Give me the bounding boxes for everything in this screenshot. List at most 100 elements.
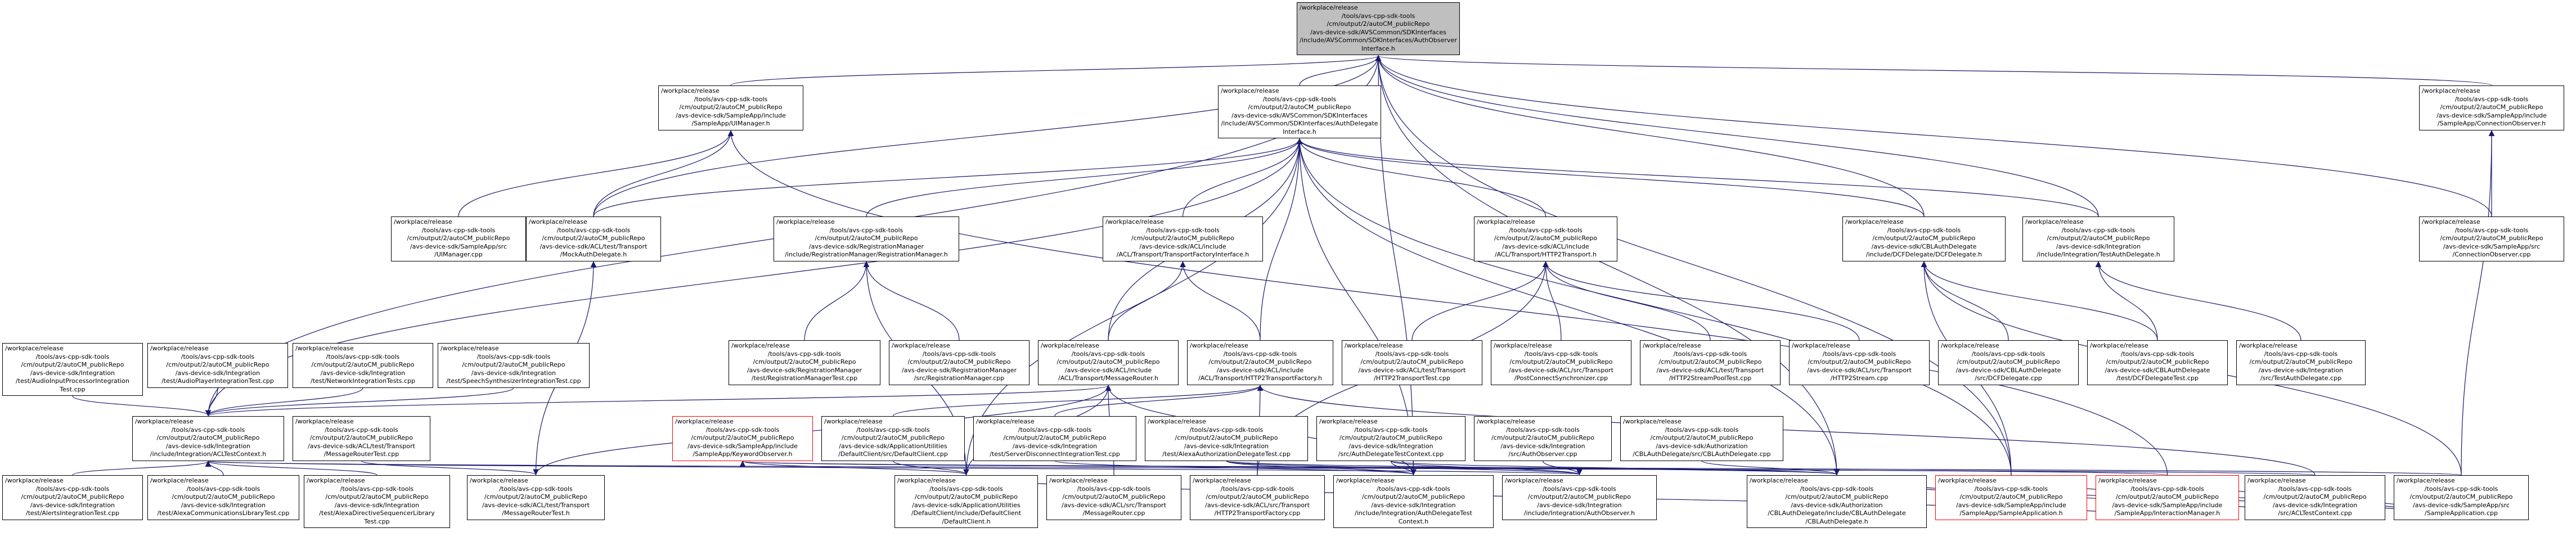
node-text-line: /cm/output/2/autoCM_publicRepo bbox=[679, 103, 783, 111]
node-connection-observer-cpp[interactable]: /workplace/release/tools/avs-cpp-sdk-too… bbox=[2419, 216, 2564, 261]
node-apit-cpp[interactable]: /workplace/release/tools/avs-cpp-sdk-too… bbox=[147, 343, 288, 388]
node-registration-manager-h[interactable]: /workplace/release/tools/avs-cpp-sdk-too… bbox=[774, 216, 959, 261]
edge-h2tf_h-to-tfi_h bbox=[1180, 261, 1261, 341]
node-aadt-cpp[interactable]: /workplace/release/tools/avs-cpp-sdk-too… bbox=[1145, 416, 1308, 461]
node-adsl-cpp[interactable]: /workplace/release/tools/avs-cpp-sdk-too… bbox=[304, 475, 450, 528]
node-sa-cpp[interactable]: /workplace/release/tools/avs-cpp-sdk-too… bbox=[2394, 475, 2529, 520]
edge-adtc_h-to-adi bbox=[1296, 138, 1414, 476]
node-text-line: /cm/output/2/autoCM_publicRepo bbox=[2047, 234, 2150, 242]
node-ui-manager-h[interactable]: /workplace/release/tools/avs-cpp-sdk-too… bbox=[658, 85, 803, 130]
node-test-auth-delegate-h[interactable]: /workplace/release/tools/avs-cpp-sdk-too… bbox=[2022, 216, 2174, 261]
node-mock-auth-delegate-h[interactable]: /workplace/release/tools/avs-cpp-sdk-too… bbox=[526, 216, 661, 261]
node-connection-observer-h[interactable]: /workplace/release/tools/avs-cpp-sdk-too… bbox=[2419, 85, 2564, 130]
node-aclt-cpp[interactable]: /workplace/release/tools/avs-cpp-sdk-too… bbox=[147, 475, 299, 520]
node-text-line: /workplace/release bbox=[1643, 342, 1701, 349]
node-text-line: /ACL/Transport/MessageRouter.h bbox=[1058, 374, 1158, 382]
node-text-line: /workplace/release bbox=[1041, 342, 1099, 349]
node-dcf-delegate-cpp[interactable]: /workplace/release/tools/avs-cpp-sdk-too… bbox=[1938, 340, 2079, 385]
edge-h2st_cpp-to-h2t_h bbox=[1543, 261, 1711, 341]
node-text-line: /workplace/release bbox=[2090, 342, 2148, 349]
node-auth-delegate-test-context-h[interactable]: /workplace/release/tools/avs-cpp-sdk-too… bbox=[1333, 475, 1494, 528]
node-ui-manager-cpp[interactable]: /workplace/release/tools/avs-cpp-sdk-too… bbox=[391, 216, 526, 261]
node-acl-h[interactable]: /workplace/release/tools/avs-cpp-sdk-too… bbox=[132, 416, 284, 461]
edge-adtc_h-to-root bbox=[1375, 55, 1414, 476]
node-message-router-cpp[interactable]: /workplace/release/tools/avs-cpp-sdk-too… bbox=[1046, 475, 1181, 520]
edge-dcf_h-to-adi bbox=[1296, 138, 1925, 217]
node-message-router-test-h[interactable]: /workplace/release/tools/avs-cpp-sdk-too… bbox=[467, 475, 605, 520]
node-http2-transport-factory-cpp[interactable]: /workplace/release/tools/avs-cpp-sdk-too… bbox=[1190, 475, 1325, 520]
node-cbl-cpp[interactable]: /workplace/release/tools/avs-cpp-sdk-too… bbox=[1620, 416, 1783, 461]
node-text-line: /cm/output/2/autoCM_publicRepo bbox=[1509, 358, 1613, 365]
node-mrt-cpp[interactable]: /workplace/release/tools/avs-cpp-sdk-too… bbox=[293, 416, 430, 461]
node-text-line: /cm/output/2/autoCM_publicRepo bbox=[1491, 434, 1595, 441]
node-http2-transport-test-cpp[interactable]: /workplace/release/tools/avs-cpp-sdk-too… bbox=[1342, 340, 1482, 385]
node-http2-stream-cpp[interactable]: /workplace/release/tools/avs-cpp-sdk-too… bbox=[1789, 340, 1930, 385]
node-acltc-cpp[interactable]: /workplace/release/tools/avs-cpp-sdk-too… bbox=[2245, 475, 2385, 520]
node-text-line: /test/ServerDisconnectIntegrationTest.cp… bbox=[990, 450, 1120, 458]
node-text-line: /cm/output/2/autoCM_publicRepo bbox=[1650, 434, 1754, 441]
node-text-line: /avs-device-sdk/RegistrationManager bbox=[747, 366, 862, 374]
edge-tad_h-to-adi bbox=[1296, 138, 2099, 217]
node-text-line: /avs-device-sdk/SampleApp/src bbox=[2443, 242, 2541, 250]
node-text-line: /tools/avs-cpp-sdk-tools bbox=[1971, 350, 2045, 358]
node-cbl-auth-delegate-h[interactable]: /workplace/release/tools/avs-cpp-sdk-too… bbox=[1747, 475, 1927, 528]
node-auth-observer-interface-h[interactable]: /workplace/release/tools/avs-cpp-sdk-too… bbox=[1297, 2, 1460, 55]
node-auth-delegate-interface-h[interactable]: /workplace/release/tools/avs-cpp-sdk-too… bbox=[1218, 85, 1381, 138]
node-text-line: /HTTP2TransportTest.cpp bbox=[1374, 374, 1450, 382]
node-text-line: /avs-device-sdk/AVSCommon/SDKInterfaces bbox=[1231, 111, 1368, 119]
edge-tad_h-to-root bbox=[1375, 55, 2099, 217]
node-post-connect-synchronizer-cpp[interactable]: /workplace/release/tools/avs-cpp-sdk-too… bbox=[1491, 340, 1631, 385]
node-text-line: /workplace/release bbox=[1623, 418, 1682, 425]
node-http2-transport-h[interactable]: /workplace/release/tools/avs-cpp-sdk-too… bbox=[1474, 216, 1617, 261]
node-adtc-cpp[interactable]: /workplace/release/tools/avs-cpp-sdk-too… bbox=[1316, 416, 1465, 461]
node-text-line: /avs-device-sdk/ApplicationUtilities bbox=[912, 501, 1020, 509]
node-text-line: /workplace/release bbox=[1494, 342, 1552, 349]
node-text-line: /avs-device-sdk/Integration bbox=[1348, 442, 1433, 450]
edge-apit_cpp-to-acl_h bbox=[205, 387, 218, 417]
node-registration-manager-test-cpp[interactable]: /workplace/release/tools/avs-cpp-sdk-too… bbox=[729, 340, 880, 385]
node-test-auth-delegate-cpp[interactable]: /workplace/release/tools/avs-cpp-sdk-too… bbox=[2236, 340, 2366, 385]
node-default-client-h[interactable]: /workplace/release/tools/avs-cpp-sdk-too… bbox=[894, 475, 1038, 528]
node-kwo-h[interactable]: /workplace/release/tools/avs-cpp-sdk-too… bbox=[672, 416, 813, 461]
node-text-line: /src/RegistrationManager.cpp bbox=[914, 374, 1005, 382]
node-dcf-delegate-test-cpp[interactable]: /workplace/release/tools/avs-cpp-sdk-too… bbox=[2087, 340, 2228, 385]
node-im-h[interactable]: /workplace/release/tools/avs-cpp-sdk-too… bbox=[2096, 475, 2239, 520]
node-ssit-cpp[interactable]: /workplace/release/tools/avs-cpp-sdk-too… bbox=[438, 343, 590, 388]
node-text-line: /cm/output/2/autoCM_publicRepo bbox=[311, 361, 415, 368]
node-text-line: /include/Integration/ACLTestContext.h bbox=[150, 450, 267, 458]
node-text-line: /workplace/release bbox=[1941, 342, 1999, 349]
node-registration-manager-cpp[interactable]: /workplace/release/tools/avs-cpp-sdk-too… bbox=[889, 340, 1029, 385]
node-sdit-cpp[interactable]: /workplace/release/tools/avs-cpp-sdk-too… bbox=[973, 416, 1136, 461]
edge-im_h-to-ui_h bbox=[727, 130, 2168, 476]
node-text-line: /avs-device-sdk/Authorization bbox=[1656, 442, 1748, 450]
node-text-line: /tools/avs-cpp-sdk-tools bbox=[1077, 485, 1151, 493]
edge-nit_cpp-to-acl_h bbox=[205, 387, 363, 417]
node-text-line: /cm/output/2/autoCM_publicRepo bbox=[907, 358, 1011, 365]
node-sample-application-h[interactable]: /workplace/release/tools/avs-cpp-sdk-too… bbox=[1935, 475, 2087, 520]
node-text-line: /cm/output/2/autoCM_publicRepo bbox=[1360, 358, 1464, 365]
node-http2-stream-pool-test-cpp[interactable]: /workplace/release/tools/avs-cpp-sdk-too… bbox=[1640, 340, 1781, 385]
node-text-line: /tools/avs-cpp-sdk-tools bbox=[1665, 426, 1739, 434]
node-text-line: /test/AudioPlayerIntegrationTest.cpp bbox=[161, 377, 274, 385]
node-auth-observer-h[interactable]: /workplace/release/tools/avs-cpp-sdk-too… bbox=[1502, 475, 1657, 520]
node-nit-cpp[interactable]: /workplace/release/tools/avs-cpp-sdk-too… bbox=[293, 343, 433, 388]
node-text-line: /cm/output/2/autoCM_publicRepo bbox=[841, 434, 945, 441]
edge-tfi_h-to-adi bbox=[1182, 138, 1303, 217]
node-dcf-delegate-h[interactable]: /workplace/release/tools/avs-cpp-sdk-too… bbox=[1842, 216, 2006, 261]
node-text-line: /tools/avs-cpp-sdk-tools bbox=[694, 95, 768, 103]
edge-rm_h-to-adi bbox=[866, 138, 1303, 217]
edge-cbl_h-to-adi bbox=[1296, 138, 1837, 476]
node-dc-cpp[interactable]: /workplace/release/tools/avs-cpp-sdk-too… bbox=[821, 416, 965, 461]
node-message-router-h[interactable]: /workplace/release/tools/avs-cpp-sdk-too… bbox=[1038, 340, 1179, 385]
edge-rmt_cpp-to-rm_h bbox=[804, 261, 870, 341]
node-text-line: /CBLAuthDelegate/include/CBLAuthDelegate bbox=[1768, 509, 1906, 517]
node-aip-cpp[interactable]: /workplace/release/tools/avs-cpp-sdk-too… bbox=[2, 343, 143, 396]
node-ao-cpp[interactable]: /workplace/release/tools/avs-cpp-sdk-too… bbox=[1474, 416, 1612, 461]
node-transport-factory-interface-h[interactable]: /workplace/release/tools/avs-cpp-sdk-too… bbox=[1103, 216, 1263, 261]
node-ait-cpp[interactable]: /workplace/release/tools/avs-cpp-sdk-too… bbox=[2, 475, 143, 520]
node-http2-transport-factory-h[interactable]: /workplace/release/tools/avs-cpp-sdk-too… bbox=[1187, 340, 1333, 385]
edge-sa_h-to-root bbox=[1375, 55, 2012, 476]
node-text-line: /workplace/release bbox=[1505, 477, 1563, 484]
node-text-line: /cm/output/2/autoCM_publicRepo bbox=[1872, 234, 1976, 242]
